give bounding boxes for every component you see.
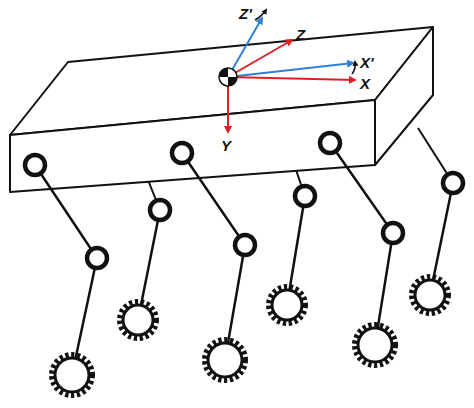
- axis-label: Z': [239, 6, 252, 21]
- joints: [25, 133, 463, 268]
- robot-body: [10, 27, 453, 210]
- legs: [35, 143, 453, 375]
- feet: [52, 277, 448, 395]
- axis-label: X': [360, 55, 374, 70]
- axis-label: Z: [296, 27, 305, 42]
- axes: [219, 10, 355, 132]
- axis-label: X: [360, 76, 370, 91]
- axis-label: Y: [221, 138, 231, 153]
